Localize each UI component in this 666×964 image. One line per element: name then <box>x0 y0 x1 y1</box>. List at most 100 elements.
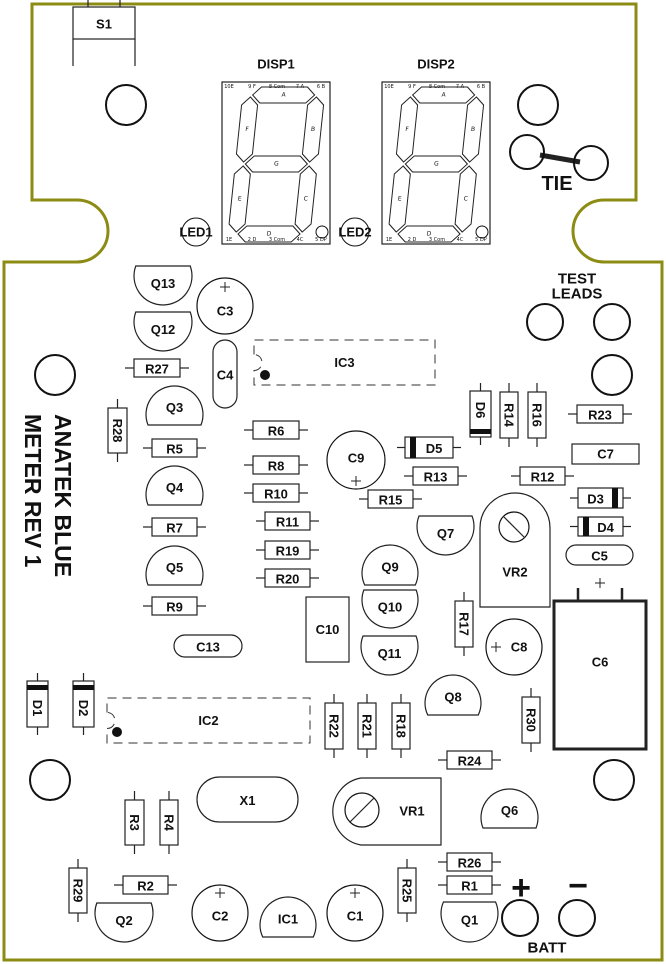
diode-d6: D6 <box>469 383 492 445</box>
component-label: ANATEK BLUE <box>50 414 76 577</box>
outline <box>264 511 311 531</box>
outline <box>577 487 624 509</box>
transistor-q9: Q9 <box>361 544 419 586</box>
pin-label: 2 D <box>248 237 257 243</box>
outline <box>446 875 493 895</box>
component-label: S1 <box>96 17 112 32</box>
package-outline <box>424 674 482 716</box>
component-label: Q2 <box>115 913 132 928</box>
outline <box>469 390 492 438</box>
outline <box>107 407 128 454</box>
outline <box>122 875 169 895</box>
segment-e <box>388 165 411 233</box>
outline <box>221 81 331 245</box>
outline <box>357 702 377 750</box>
outline <box>305 596 350 663</box>
resistor-r1: R1 <box>438 875 501 895</box>
resistor-r15: R15 <box>359 489 422 509</box>
pad-icon <box>526 303 564 341</box>
transistor-q12: Q12 <box>133 311 193 352</box>
outline <box>552 599 648 751</box>
package-outline <box>94 902 154 943</box>
pin-label: 2 D <box>408 237 417 243</box>
segment-c <box>454 165 477 233</box>
package-outline <box>145 465 204 506</box>
resistor-r2: R2 <box>114 875 177 895</box>
outline <box>412 466 459 486</box>
hole-icon <box>29 759 71 801</box>
resistor-r24: R24 <box>438 750 501 770</box>
component-label: D2 <box>76 700 91 717</box>
outline <box>454 600 474 648</box>
capacitor-c4: C4 <box>212 339 238 409</box>
segment-b <box>301 96 325 163</box>
hole-icon <box>591 354 633 396</box>
lead <box>503 516 525 538</box>
segment-letter: F <box>245 126 250 133</box>
package-outline <box>133 311 193 352</box>
outline <box>498 511 530 543</box>
resistor-r16: R16 <box>527 383 547 447</box>
outline <box>124 799 145 846</box>
component-label: R28 <box>110 419 125 443</box>
diode-d4: D4 <box>570 516 631 537</box>
resistor-r23: R23 <box>568 404 632 424</box>
minus-icon: − <box>568 867 588 905</box>
segment-c <box>294 165 317 233</box>
outline <box>565 544 634 566</box>
component-label: IC2 <box>198 713 218 728</box>
outline <box>151 596 198 616</box>
component-label: LEADS <box>552 286 603 303</box>
component-label: R1 <box>461 879 478 894</box>
hole-icon <box>105 84 147 126</box>
resistor-r13: R13 <box>404 466 467 486</box>
outline <box>367 489 414 509</box>
component-label: R18 <box>394 714 409 738</box>
segment-letter: B <box>311 126 316 133</box>
pin-label: 8 Com <box>429 84 445 90</box>
segment-letter: F <box>405 126 410 133</box>
capacitor-c13: C13 <box>173 634 243 658</box>
component-label: BATT <box>528 940 567 957</box>
component-label: D3 <box>587 492 604 507</box>
segment-a <box>251 86 316 104</box>
pin-label: 3 Com <box>269 237 285 243</box>
segment-letter: D <box>266 231 272 238</box>
component-label: Q8 <box>444 690 461 705</box>
pin-label: 8 Com <box>269 84 285 90</box>
ic-ic2: IC2 <box>106 697 311 744</box>
capacitor-c5: C5 <box>565 544 634 566</box>
package-outline <box>145 385 204 426</box>
component-label: VR2 <box>502 565 527 580</box>
component-label: DISP2 <box>417 57 455 72</box>
package-outline <box>479 492 551 608</box>
package-outline <box>361 589 419 629</box>
segment-d <box>237 225 301 243</box>
component-label: R19 <box>276 544 300 559</box>
outline <box>264 540 311 560</box>
resistor-r14: R14 <box>499 383 519 447</box>
transistor-q7: Q7 <box>416 515 475 556</box>
mounting-hole <box>34 354 76 396</box>
pad-icon <box>501 899 539 937</box>
outline <box>252 455 300 475</box>
component-label: TIE <box>541 173 572 195</box>
outline <box>521 696 541 744</box>
resistor-r29: R29 <box>68 859 88 922</box>
transistor-q13: Q13 <box>133 265 193 306</box>
outline <box>324 702 344 750</box>
resistor-r7: R7 <box>143 517 206 537</box>
component-label: METER REV 1 <box>20 414 46 568</box>
component-label: Q11 <box>378 646 402 661</box>
segment-e <box>228 165 251 233</box>
outline <box>196 277 254 335</box>
decimal-point-icon <box>315 225 329 239</box>
package-outline <box>133 265 193 306</box>
outline <box>68 867 88 914</box>
component-label: IC3 <box>334 355 354 370</box>
outline <box>499 391 519 439</box>
transistor-q1: Q1 <box>440 901 499 943</box>
tie-jumper: TIE <box>509 134 609 195</box>
capacitor-c2: C2 <box>191 884 249 942</box>
transistor-q11: Q11 <box>360 635 419 676</box>
